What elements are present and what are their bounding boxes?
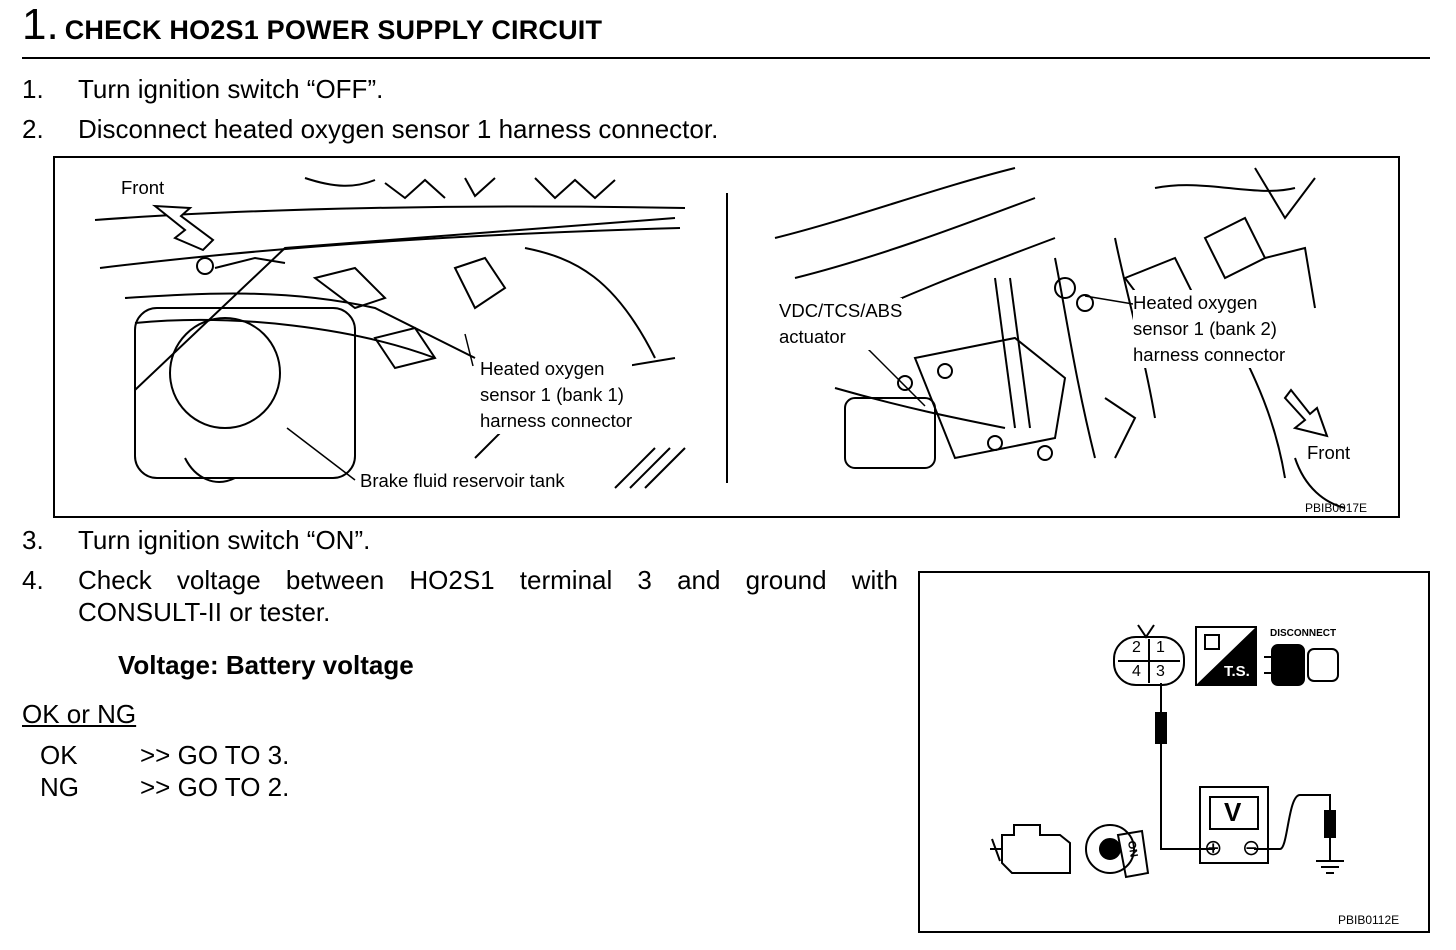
step-4-number: 4.: [22, 565, 44, 595]
key-on-label: ON: [1124, 839, 1140, 859]
figure-code-2: PBIB0112E: [1338, 913, 1400, 927]
step-2: 2. Disconnect heated oxygen sensor 1 har…: [22, 113, 718, 145]
bank2-label-line-1: Heated oxygen: [1133, 292, 1258, 313]
page-title: CHECK HO2S1 POWER SUPPLY CIRCUIT: [64, 15, 603, 45]
step-1-text: Turn ignition switch “OFF”.: [78, 74, 384, 104]
figure-code-1: PBIB0017E: [1305, 501, 1368, 515]
result-ok-action: >> GO TO 3.: [140, 740, 290, 770]
connector-key-icon: [1137, 624, 1155, 639]
step-4: 4. Check voltage between HO2S1 terminal …: [22, 564, 898, 628]
result-ng-action: >> GO TO 2.: [140, 772, 290, 802]
bank2-label: Heated oxygen sensor 1 (bank 2) harness …: [1133, 290, 1286, 368]
bank1-label: Heated oxygen sensor 1 (bank 1) harness …: [480, 356, 633, 434]
disconnect-icon: [1264, 644, 1339, 686]
step-number: 1.: [22, 0, 59, 49]
voltage-spec: Voltage: Battery voltage: [118, 650, 414, 680]
ignition-key-icon: [1085, 824, 1135, 874]
step-1-number: 1.: [22, 74, 44, 104]
vdc-label-line-1: VDC/TCS/ABS: [779, 300, 903, 321]
ts-icon: [1195, 626, 1257, 686]
meter-label: V: [1224, 797, 1242, 827]
engine-bay-illustration: [94, 167, 1346, 509]
step-3-text: Turn ignition switch “ON”.: [78, 525, 371, 555]
pin-3: 3: [1156, 663, 1165, 680]
step-2-number: 2.: [22, 114, 44, 144]
pin-2: 2: [1132, 639, 1141, 656]
step-2-text: Disconnect heated oxygen sensor 1 harnes…: [78, 114, 719, 144]
connector-location-figure: Front Heated oxygen sensor 1 (bank 1) ha…: [53, 156, 1400, 518]
step-3-number: 3.: [22, 525, 44, 555]
meter-plus: ⊕: [1204, 835, 1223, 860]
result-heading: OK or NG: [22, 699, 137, 729]
bank1-label-line-3: harness connector: [480, 410, 633, 431]
front-label-right: Front: [1307, 440, 1351, 466]
engine-icon: [1001, 824, 1071, 874]
result-ok-key: OK: [40, 740, 78, 770]
pin-1: 1: [1156, 639, 1165, 656]
voltage-check-diagram: [990, 624, 1344, 879]
ts-label: T.S.: [1224, 663, 1250, 680]
voltage-check-figure: 2 1 4 3 T.S. DISCONNECT V ⊕ ⊖ ON PBIB011…: [918, 571, 1430, 933]
step-3: 3. Turn ignition switch “ON”.: [22, 524, 370, 556]
bank1-label-line-2: sensor 1 (bank 1): [480, 384, 624, 405]
heading-rule: [22, 57, 1430, 59]
bank2-label-line-2: sensor 1 (bank 2): [1133, 318, 1277, 339]
section-heading: 1. CHECK HO2S1 POWER SUPPLY CIRCUIT: [22, 2, 602, 48]
front-label-left: Front: [121, 177, 165, 198]
bank2-label-line-3: harness connector: [1133, 344, 1286, 365]
connector-icon: [1113, 636, 1185, 686]
result-ok: OK >> GO TO 3.: [40, 739, 289, 771]
brake-reservoir-label: Brake fluid reservoir tank: [360, 468, 565, 494]
step-1: 1. Turn ignition switch “OFF”.: [22, 73, 383, 105]
voltmeter-icon: [1199, 786, 1269, 864]
bank1-label-line-1: Heated oxygen: [480, 358, 605, 379]
vdc-actuator-label: VDC/TCS/ABS actuator: [779, 298, 903, 350]
result-ng: NG >> GO TO 2.: [40, 771, 289, 803]
disconnect-label: DISCONNECT: [1270, 628, 1337, 639]
step-4-text: Check voltage between HO2S1 terminal 3 a…: [78, 565, 898, 595]
step-4-text-cont: CONSULT-II or tester.: [78, 597, 331, 627]
result-ng-key: NG: [40, 772, 79, 802]
meter-minus: ⊖: [1242, 835, 1261, 860]
pin-4: 4: [1132, 663, 1141, 680]
vdc-label-line-2: actuator: [779, 326, 846, 347]
